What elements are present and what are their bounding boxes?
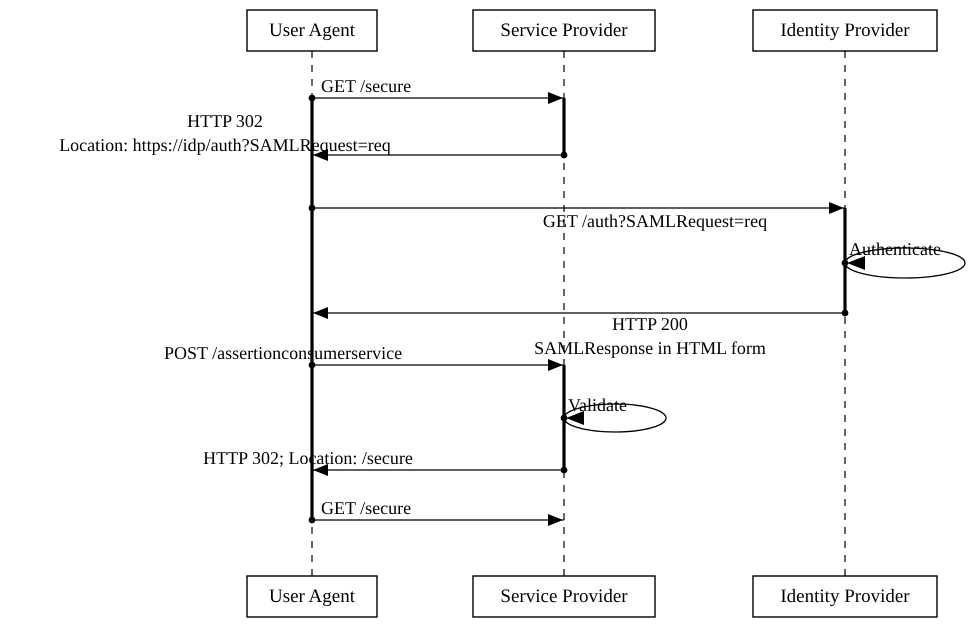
message-label-msg-http-302-redirect-line-1: HTTP 302 [187,111,263,131]
message-msg-get-secure-2: GET /secure [308,498,564,526]
participant-box-rect[interactable] [246,575,378,618]
participant-box-top-user-agent[interactable]: User Agent [246,9,378,52]
arrow-head-msg-get-secure-1 [548,92,563,104]
arrow-head-msg-authenticate [847,256,865,270]
participant-box-top-service-provider[interactable]: Service Provider [472,9,656,52]
participant-label-user-agent: User Agent [269,586,356,607]
message-msg-get-auth-samlrequest: GET /auth?SAMLRequest=req [308,202,845,231]
message-origin-dot [560,151,568,159]
message-origin-dot [308,516,316,524]
participant-box-rect[interactable] [752,9,938,52]
message-label-msg-http-302-secure: HTTP 302; Location: /secure [203,448,413,468]
message-origin-dot [308,204,316,212]
participant-box-rect[interactable] [246,9,378,52]
participant-box-rect[interactable] [472,9,656,52]
message-label-msg-get-auth-samlrequest: GET /auth?SAMLRequest=req [543,211,767,231]
arrow-head-msg-http-200-samlresponse [313,307,328,319]
message-origin-dot [560,466,568,474]
arrow-head-msg-validate [566,411,584,425]
arrow-head-msg-post-acs [548,359,563,371]
message-msg-authenticate: Authenticate [841,239,966,279]
message-origin-dot [841,259,849,267]
participant-label-identity-provider: Identity Provider [780,586,910,607]
message-label-msg-authenticate: Authenticate [849,239,941,259]
message-origin-dot [841,309,849,317]
arrow-head-msg-http-302-redirect [313,149,328,161]
participant-label-user-agent: User Agent [269,20,356,41]
arrow-head-msg-http-302-secure [313,464,328,476]
message-msg-validate: Validate [560,395,667,433]
message-msg-post-acs: POST /assertionconsumerservice [164,343,564,371]
message-origin-dot [560,414,568,422]
participant-label-identity-provider: Identity Provider [780,20,910,41]
participant-box-bottom-identity-provider[interactable]: Identity Provider [752,575,938,618]
message-origin-dot [308,94,316,102]
participant-label-service-provider: Service Provider [500,586,628,607]
message-origin-dot [308,361,316,369]
message-label-msg-post-acs: POST /assertionconsumerservice [164,343,402,363]
message-label-msg-get-secure-2: GET /secure [321,498,411,518]
participant-box-rect[interactable] [752,575,938,618]
message-label-msg-validate: Validate [568,395,627,415]
participant-label-service-provider: Service Provider [500,20,628,41]
message-label-msg-http-302-redirect-line-2: Location: https://idp/auth?SAMLRequest=r… [59,135,391,155]
participant-box-bottom-service-provider[interactable]: Service Provider [472,575,656,618]
message-label-msg-http-200-samlresponse-line-1: HTTP 200 [612,314,688,334]
message-label-msg-get-secure-1: GET /secure [321,76,411,96]
participant-box-bottom-user-agent[interactable]: User Agent [246,575,378,618]
arrow-head-msg-get-auth-samlrequest [829,202,844,214]
participant-box-top-identity-provider[interactable]: Identity Provider [752,9,938,52]
message-msg-http-302-secure: HTTP 302; Location: /secure [203,448,568,476]
message-label-msg-http-200-samlresponse-line-2: SAMLResponse in HTML form [534,338,766,358]
arrow-head-msg-get-secure-2 [548,514,563,526]
participant-box-rect[interactable] [472,575,656,618]
message-msg-get-secure-1: GET /secure [308,76,564,104]
